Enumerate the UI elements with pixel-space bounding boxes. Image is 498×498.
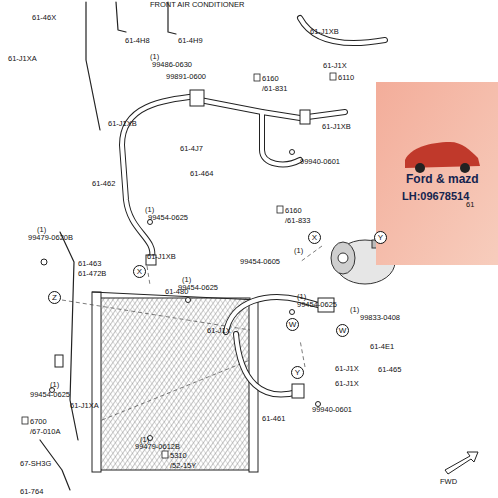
view-letter-circle: X bbox=[308, 231, 321, 244]
part-label: 61-462 bbox=[92, 180, 115, 188]
part-label: 61-4H8 bbox=[125, 37, 150, 45]
part-label: 99454-0625 bbox=[297, 301, 337, 309]
part-label: 61-J1X bbox=[323, 62, 347, 70]
part-label: 6160 bbox=[262, 75, 279, 83]
part-label: /52-15Y bbox=[170, 462, 196, 470]
view-letter-circle: Y bbox=[291, 366, 304, 379]
part-label: (1) bbox=[182, 276, 191, 284]
part-label: 61-764 bbox=[20, 488, 43, 496]
view-letter-circle: X bbox=[133, 265, 146, 278]
view-letter-circle: W bbox=[286, 318, 299, 331]
part-label: 61-J1XB bbox=[310, 28, 339, 36]
view-letter: W bbox=[337, 325, 348, 336]
part-label: /67-010A bbox=[30, 428, 60, 436]
part-label: (1) bbox=[350, 306, 359, 314]
view-letter-circle: W bbox=[336, 324, 349, 337]
part-label: 99940-0601 bbox=[300, 158, 340, 166]
part-label: 99454-0625 bbox=[178, 284, 218, 292]
part-label: 61-463 bbox=[78, 260, 101, 268]
part-label: 99833-0408 bbox=[360, 314, 400, 322]
view-letter-circle: Z bbox=[48, 291, 61, 304]
part-label: 61-46X bbox=[32, 14, 56, 22]
watermark-box: Ford & mazdLH:09678514 bbox=[376, 82, 498, 265]
section-title: FRONT AIR CONDITIONER bbox=[150, 1, 244, 9]
part-label: 61-465 bbox=[378, 366, 401, 374]
part-label: 61-472B bbox=[78, 270, 106, 278]
part-label: 99479-0612B bbox=[135, 443, 180, 451]
part-label: 99454-0625 bbox=[30, 391, 70, 399]
part-label: (1) bbox=[37, 226, 46, 234]
view-letter-circle: Y bbox=[374, 231, 387, 244]
part-label: 61-J1XA bbox=[70, 402, 99, 410]
part-label: 61-J1X bbox=[335, 380, 359, 388]
view-letter: Z bbox=[49, 292, 60, 303]
part-label: 61-J1XB bbox=[147, 253, 176, 261]
view-letter: Y bbox=[375, 232, 386, 243]
part-label: (1) bbox=[294, 247, 303, 255]
part-label: (1) bbox=[145, 206, 154, 214]
shop-name: Ford & mazd bbox=[406, 172, 479, 186]
part-label: 61-464 bbox=[190, 170, 213, 178]
part-label: 61-J1XA bbox=[8, 55, 37, 63]
part-label: 61-4H9 bbox=[178, 37, 203, 45]
part-label: /61-831 bbox=[262, 85, 287, 93]
part-label: 61-J1X bbox=[207, 327, 231, 335]
part-label: 99479-0620B bbox=[28, 234, 73, 242]
part-label: (1) bbox=[50, 381, 59, 389]
view-letter: W bbox=[287, 319, 298, 330]
part-label: 61-4E1 bbox=[370, 343, 394, 351]
part-label: 61-J1XB bbox=[322, 123, 351, 131]
part-label: 6700 bbox=[30, 418, 47, 426]
part-label: 99454-0605 bbox=[240, 258, 280, 266]
part-label: 5310 bbox=[170, 452, 187, 460]
part-label: 61-461 bbox=[262, 415, 285, 423]
part-label: 99454-0625 bbox=[148, 214, 188, 222]
part-label: FWD bbox=[440, 478, 457, 486]
part-label: 61-J1X bbox=[335, 365, 359, 373]
part-label: 99486-0630 bbox=[152, 61, 192, 69]
view-letter: Y bbox=[292, 367, 303, 378]
part-label: 6110 bbox=[338, 74, 354, 82]
part-label: (1) bbox=[297, 293, 306, 301]
view-letter: X bbox=[134, 266, 145, 277]
part-label: 61-J1XB bbox=[108, 120, 137, 128]
part-label: /61-833 bbox=[285, 217, 310, 225]
phone-number: LH:09678514 bbox=[402, 190, 469, 202]
part-label: 99940-0601 bbox=[312, 406, 352, 414]
part-label: 61-4J7 bbox=[180, 145, 203, 153]
part-label: 61 bbox=[466, 201, 474, 209]
part-label: 6160 bbox=[285, 207, 302, 215]
view-letter: X bbox=[309, 232, 320, 243]
part-label: (1) bbox=[150, 53, 159, 61]
part-label: 99891-0600 bbox=[166, 73, 206, 81]
part-label: 67-SH3G bbox=[20, 460, 51, 468]
